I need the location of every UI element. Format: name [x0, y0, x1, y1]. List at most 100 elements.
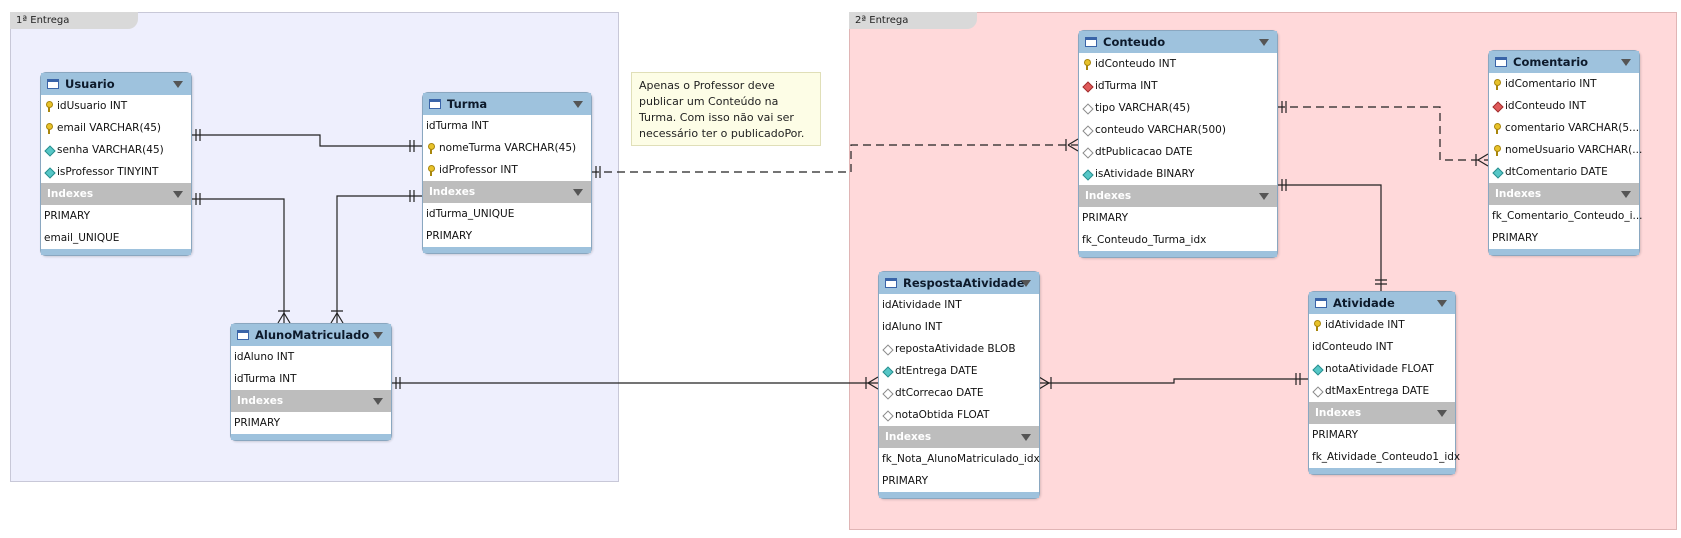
- table-usuario[interactable]: Usuario idUsuario INT email VARCHAR(45) …: [40, 72, 192, 256]
- column-row[interactable]: nomeTurma VARCHAR(45): [423, 137, 591, 159]
- collapse-triangle-icon[interactable]: [1437, 410, 1447, 417]
- rel-turma-conteudo[interactable]: [591, 144, 1078, 173]
- table-header[interactable]: Usuario: [41, 73, 191, 95]
- indexes-label: Indexes: [1315, 407, 1362, 419]
- table-conteudo[interactable]: Conteudo idConteudo INT idTurma INT tipo…: [1078, 30, 1278, 258]
- collapse-triangle-icon[interactable]: [1021, 280, 1031, 287]
- table-header[interactable]: Comentario: [1489, 51, 1639, 73]
- table-header[interactable]: Turma: [423, 93, 591, 115]
- collapse-triangle-icon[interactable]: [573, 189, 583, 196]
- table-turma[interactable]: Turma idTurma INT nomeTurma VARCHAR(45) …: [422, 92, 592, 254]
- column-row[interactable]: notaAtividade FLOAT: [1309, 358, 1455, 380]
- column-row[interactable]: idConteudo INT: [1079, 53, 1277, 75]
- column-row[interactable]: dtPublicacao DATE: [1079, 141, 1277, 163]
- column-row[interactable]: idAluno INT: [231, 346, 391, 368]
- column-row[interactable]: idAtividade INT: [1309, 314, 1455, 336]
- column-diamond-icon: [1312, 386, 1322, 396]
- collapse-triangle-icon[interactable]: [1437, 300, 1447, 307]
- index-row[interactable]: email_UNIQUE: [41, 227, 191, 249]
- indexes-header[interactable]: Indexes: [41, 183, 191, 205]
- indexes-header[interactable]: Indexes: [423, 181, 591, 203]
- column-row[interactable]: idConteudo INT: [1489, 95, 1639, 117]
- column-row[interactable]: tipo VARCHAR(45): [1079, 97, 1277, 119]
- index-row[interactable]: PRIMARY: [231, 412, 391, 434]
- collapse-triangle-icon[interactable]: [573, 101, 583, 108]
- collapse-triangle-icon[interactable]: [173, 191, 183, 198]
- column-row[interactable]: isAtividade BINARY: [1079, 163, 1277, 185]
- rel-usuario-turma[interactable]: [191, 134, 422, 147]
- column-row[interactable]: nomeUsuario VARCHAR(...: [1489, 139, 1642, 161]
- collapse-triangle-icon[interactable]: [1621, 59, 1631, 66]
- column-row[interactable]: idConteudo INT: [1309, 336, 1455, 358]
- rel-usuario-aluno[interactable]: [191, 198, 285, 323]
- rel-aluno-resposta-mark-a: [395, 377, 401, 389]
- index-row[interactable]: PRIMARY: [41, 205, 191, 227]
- column-text: idTurma INT: [1095, 80, 1158, 92]
- column-text: idConteudo INT: [1505, 100, 1587, 112]
- index-row[interactable]: PRIMARY: [1489, 227, 1639, 249]
- table-alunomatriculado[interactable]: AlunoMatriculado idAluno INT idTurma INT…: [230, 323, 392, 441]
- table-comentario[interactable]: Comentario idComentario INT idConteudo I…: [1488, 50, 1643, 256]
- index-row[interactable]: PRIMARY: [1079, 207, 1277, 229]
- index-row[interactable]: PRIMARY: [1309, 424, 1455, 446]
- column-row[interactable]: idTurma INT: [231, 368, 391, 390]
- column-row[interactable]: senha VARCHAR(45): [41, 139, 191, 161]
- table-icon: [1085, 37, 1097, 47]
- indexes-header[interactable]: Indexes: [879, 426, 1039, 448]
- index-row[interactable]: fk_Atividade_Conteudo1_idx: [1309, 446, 1460, 468]
- table-atividade[interactable]: Atividade idAtividade INT idConteudo INT…: [1308, 291, 1460, 475]
- diagram-note[interactable]: Apenas o Professor deve publicar um Cont…: [631, 72, 821, 146]
- column-row[interactable]: idAluno INT: [879, 316, 1039, 338]
- indexes-header[interactable]: Indexes: [1079, 185, 1277, 207]
- table-header[interactable]: Conteudo: [1079, 31, 1277, 53]
- table-respostaatividade[interactable]: RespostaAtividade idAtividade INT idAlun…: [878, 271, 1040, 499]
- collapse-triangle-icon[interactable]: [1021, 434, 1031, 441]
- collapse-triangle-icon[interactable]: [1621, 191, 1631, 198]
- column-text: idAtividade INT: [882, 299, 962, 311]
- index-text: email_UNIQUE: [44, 232, 120, 244]
- column-row[interactable]: notaObtida FLOAT: [879, 404, 1039, 426]
- column-row[interactable]: email VARCHAR(45): [41, 117, 191, 139]
- column-row[interactable]: idAtividade INT: [879, 294, 1039, 316]
- column-row[interactable]: idTurma INT: [1079, 75, 1277, 97]
- collapse-triangle-icon[interactable]: [1259, 39, 1269, 46]
- index-row[interactable]: PRIMARY: [423, 225, 591, 247]
- rel-atividade-resposta[interactable]: [1039, 378, 1308, 384]
- column-row[interactable]: dtEntrega DATE: [879, 360, 1039, 382]
- collapse-triangle-icon[interactable]: [1259, 193, 1269, 200]
- table-header[interactable]: Atividade: [1309, 292, 1455, 314]
- pk-key-icon: [1492, 123, 1502, 134]
- collapse-triangle-icon[interactable]: [373, 332, 383, 339]
- column-row[interactable]: comentario VARCHAR(5...: [1489, 117, 1639, 139]
- column-row[interactable]: idUsuario INT: [41, 95, 191, 117]
- column-row[interactable]: dtCorrecao DATE: [879, 382, 1039, 404]
- column-diamond-icon: [1082, 147, 1092, 157]
- column-row[interactable]: idComentario INT: [1489, 73, 1639, 95]
- indexes-header[interactable]: Indexes: [231, 390, 391, 412]
- column-row[interactable]: idProfessor INT: [423, 159, 591, 181]
- rel-conteudo-comentario[interactable]: [1277, 106, 1488, 161]
- table-header[interactable]: AlunoMatriculado: [231, 324, 391, 346]
- index-row[interactable]: fk_Conteudo_Turma_idx: [1079, 229, 1277, 251]
- indexes-label: Indexes: [885, 431, 932, 443]
- indexes-header[interactable]: Indexes: [1489, 183, 1639, 205]
- index-row[interactable]: PRIMARY: [879, 470, 1039, 492]
- rel-conteudo-atividade[interactable]: [1277, 184, 1382, 291]
- table-header[interactable]: RespostaAtividade: [879, 272, 1039, 294]
- rel-usuario-turma-mark-b: [409, 140, 415, 152]
- column-row[interactable]: isProfessor TINYINT: [41, 161, 191, 183]
- index-row[interactable]: idTurma_UNIQUE: [423, 203, 591, 225]
- index-row[interactable]: fk_Comentario_Conteudo_i...: [1489, 205, 1643, 227]
- indexes-header[interactable]: Indexes: [1309, 402, 1455, 424]
- column-row[interactable]: repostaAtividade BLOB: [879, 338, 1039, 360]
- column-row[interactable]: dtComentario DATE: [1489, 161, 1639, 183]
- index-row[interactable]: fk_Nota_AlunoMatriculado_idx: [879, 448, 1040, 470]
- column-text: idAluno INT: [882, 321, 943, 333]
- collapse-triangle-icon[interactable]: [373, 398, 383, 405]
- column-row[interactable]: conteudo VARCHAR(500): [1079, 119, 1277, 141]
- collapse-triangle-icon[interactable]: [173, 81, 183, 88]
- column-row[interactable]: dtMaxEntrega DATE: [1309, 380, 1455, 402]
- rel-turma-aluno[interactable]: [336, 195, 422, 323]
- column-row[interactable]: idTurma INT: [423, 115, 591, 137]
- column-text: tipo VARCHAR(45): [1095, 102, 1191, 114]
